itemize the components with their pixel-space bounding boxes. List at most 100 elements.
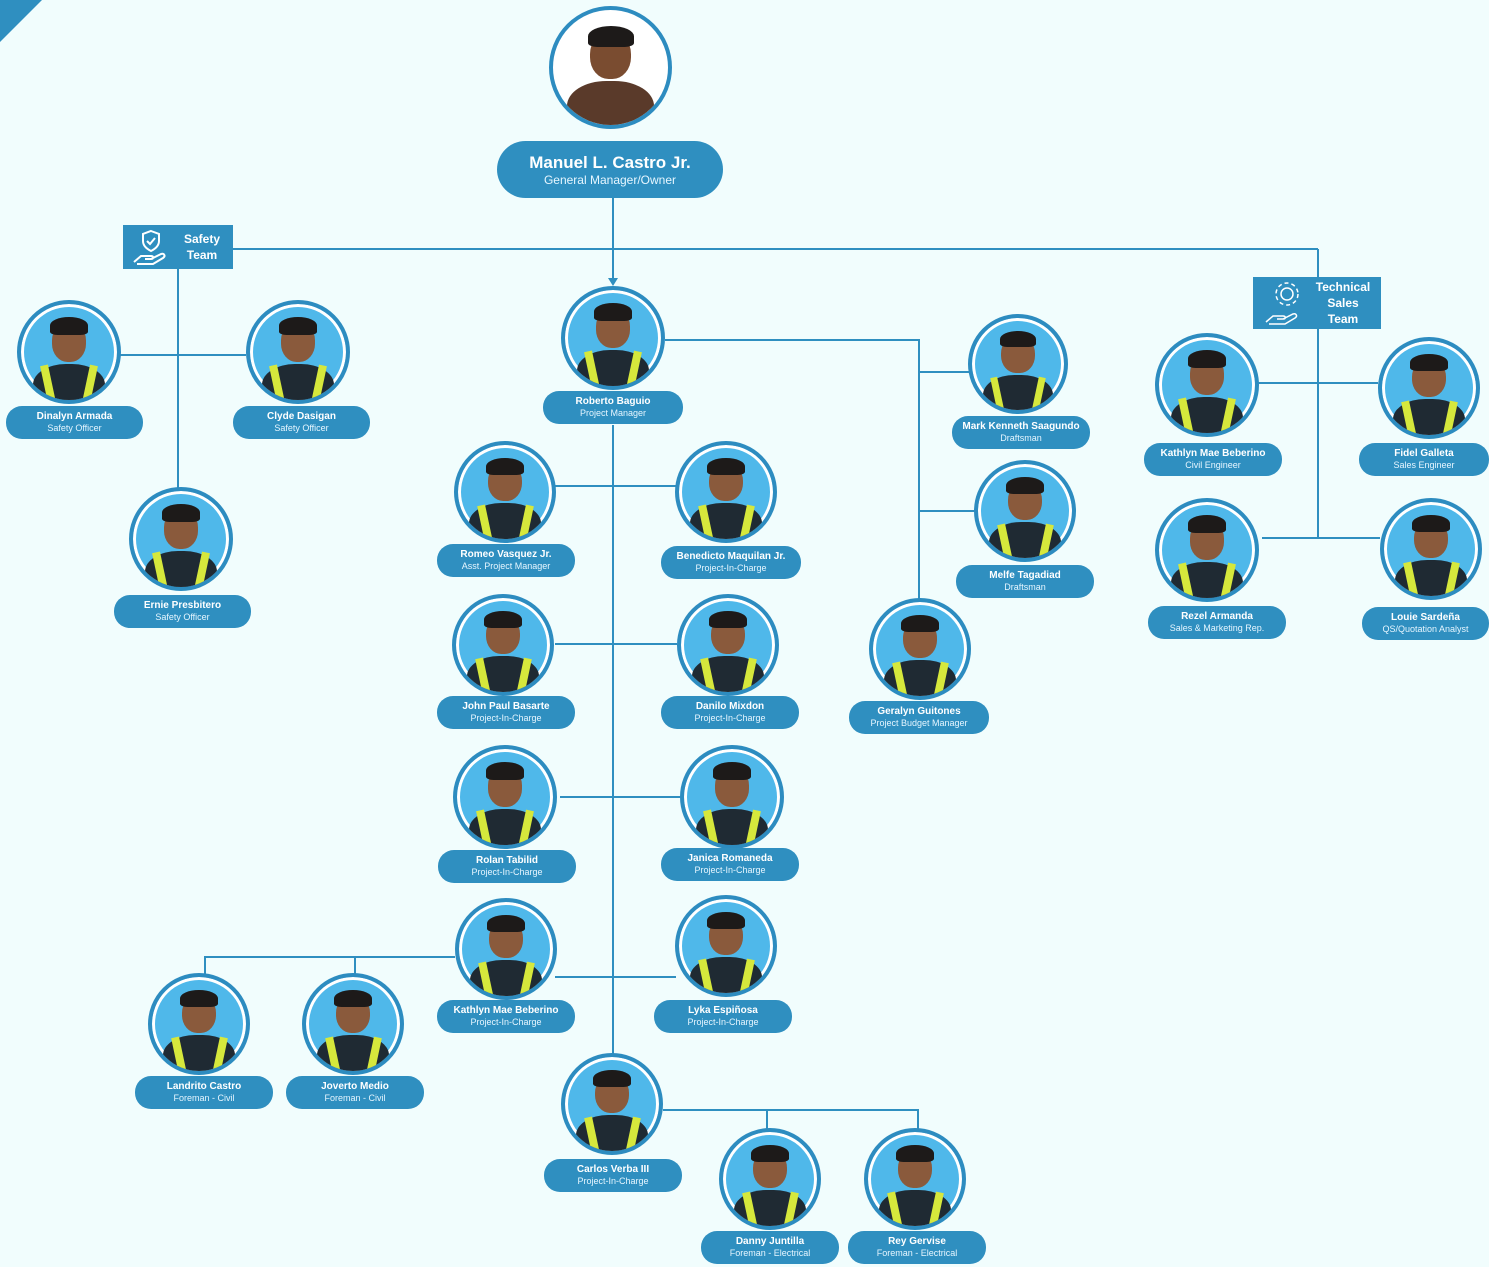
photo-clyde	[246, 300, 350, 404]
photo-joverto	[302, 973, 404, 1075]
person-role: Project-In-Charge	[470, 713, 542, 723]
photo-danny	[719, 1128, 821, 1230]
person-name: Ernie Presbitero	[143, 600, 222, 611]
photo-romeo	[454, 441, 556, 543]
photo-lyka	[675, 895, 777, 997]
photo-john	[452, 594, 554, 696]
person-role: Foreman - Civil	[324, 1093, 386, 1103]
photo-geralyn	[869, 598, 971, 700]
connector-civil	[204, 956, 455, 975]
photo-roberto	[561, 286, 665, 390]
person-role: Project Budget Manager	[870, 718, 968, 728]
person-role: Draftsman	[1000, 433, 1042, 443]
person-name: Carlos Verba III	[576, 1164, 650, 1175]
person-name: Joverto Medio	[321, 1081, 389, 1092]
person-name: Dinalyn Armada	[36, 411, 113, 422]
person-role: Project-In-Charge	[577, 1176, 649, 1186]
photo-benedicto	[675, 441, 777, 543]
safety-team-box: Safety Team	[123, 225, 233, 269]
tech-team-line1: Technical	[1315, 280, 1371, 294]
owner-photo	[549, 6, 672, 129]
photo-kathlyn-pic	[455, 898, 557, 1000]
person-role: Project-In-Charge	[470, 1017, 542, 1027]
person-name: Mark Kenneth Saagundo	[962, 421, 1080, 432]
photo-rolan	[453, 745, 557, 849]
person-name: Rey Gervise	[888, 1236, 946, 1247]
technical-sales-team-box: Technical Sales Team	[1253, 277, 1381, 329]
photo-melfe	[974, 460, 1076, 562]
person-role: Civil Engineer	[1185, 460, 1241, 470]
arrow-head	[608, 278, 618, 286]
photo-fidel	[1378, 337, 1480, 439]
label-benedicto: Benedicto Maquilan Jr.Project-In-Charge	[661, 546, 801, 579]
connector-pm-right	[665, 339, 920, 600]
person-name: Roberto Baguio	[575, 396, 651, 407]
corner-accent	[0, 0, 42, 42]
person-role: Project Manager	[579, 408, 647, 418]
photo-carlos	[561, 1053, 663, 1155]
person-name: Lyka Espiñosa	[688, 1005, 758, 1016]
person-role: Safety Officer	[274, 423, 329, 433]
photo-dinalyn	[17, 300, 121, 404]
person-role: Project-In-Charge	[471, 867, 543, 877]
person-name: Clyde Dasigan	[267, 411, 336, 422]
person-name: Romeo Vasquez Jr.	[460, 549, 552, 560]
photo-janica	[680, 745, 784, 849]
person-name: Fidel Galleta	[1394, 448, 1454, 459]
person-role: Foreman - Electrical	[729, 1248, 811, 1258]
person-name: Rolan Tabilid	[475, 855, 539, 866]
photo-landrito	[148, 973, 250, 1075]
person-name: John Paul Basarte	[462, 701, 550, 712]
person-role: Project-In-Charge	[687, 1017, 759, 1027]
tech-team-line2: Sales	[1327, 296, 1359, 310]
person-role: Sales Engineer	[1393, 460, 1455, 470]
photo-louie	[1380, 498, 1482, 600]
person-role: Draftsman	[1004, 582, 1046, 592]
owner-name: Manuel L. Castro Jr.	[529, 153, 691, 172]
person-name: Danilo Mixdon	[695, 701, 765, 712]
photo-danilo	[677, 594, 779, 696]
owner-role: General Manager/Owner	[543, 173, 677, 187]
safety-team-line2: Team	[186, 248, 218, 262]
person-role: Sales & Marketing Rep.	[1169, 623, 1265, 633]
photo-mark	[968, 314, 1068, 414]
safety-team-line1: Safety	[183, 232, 221, 246]
photo-rezel	[1155, 498, 1259, 602]
person-role: QS/Quotation Analyst	[1382, 624, 1469, 634]
person-name: Kathlyn Mae Beberino	[453, 1005, 559, 1016]
person-role: Asst. Project Manager	[461, 561, 551, 571]
photo-ernie	[129, 487, 233, 591]
person-role: Foreman - Civil	[173, 1093, 235, 1103]
safety-hand-shield-icon	[133, 229, 166, 265]
person-name: Louie Sardeña	[1391, 612, 1460, 623]
person-role: Safety Officer	[47, 423, 102, 433]
person-role: Project-In-Charge	[694, 865, 766, 875]
tech-team-line3: Team	[1327, 312, 1359, 326]
person-name: Benedicto Maquilan Jr.	[676, 551, 786, 562]
person-name: Rezel Armanda	[1181, 611, 1253, 622]
person-role: Safety Officer	[155, 612, 210, 622]
owner-label: Manuel L. Castro Jr. General Manager/Own…	[497, 141, 723, 198]
person-role: Project-In-Charge	[695, 563, 767, 573]
person-name: Landrito Castro	[166, 1081, 242, 1092]
